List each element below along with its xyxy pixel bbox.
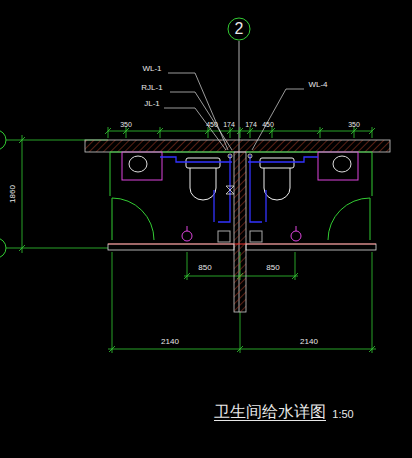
pipe-label: RJL-1 [141,84,162,92]
axis-number: 2 [235,21,244,37]
drawing-title: 卫生间给水详图 [214,404,326,420]
dimension-text: 174 [223,121,235,128]
leader-line [164,73,304,150]
pipe-label: WL-1 [142,65,161,73]
dimension-lines [6,127,376,353]
grid-bubble: 2 [227,17,251,41]
floor-edge [108,244,376,250]
dimension-text: 2140 [161,338,179,346]
dimension-text: 450 [262,121,274,128]
room-outline [110,152,372,240]
grid-bubble-left [0,130,6,258]
pipe-label: JL-1 [144,100,160,108]
dimension-text: 2140 [300,338,318,346]
valve-symbol [226,154,252,194]
water-pipe [160,155,318,222]
dimension-text: 350 [120,121,132,128]
hatched-wall [85,140,390,152]
toilet [186,158,294,200]
dimension-text: 350 [348,121,360,128]
hatched-wall [234,152,246,312]
dimension-text: 174 [245,121,257,128]
dimension-text: 850 [266,264,279,272]
wash-basin [122,152,358,180]
dimension-text: 1860 [9,185,17,203]
dimension-text: 450 [206,121,218,128]
dimension-text: 850 [198,264,211,272]
floor-drain [182,226,301,241]
cleanout [218,231,262,242]
pipe-label: WL-4 [308,81,327,89]
scale-label: 1:50 [332,409,353,420]
